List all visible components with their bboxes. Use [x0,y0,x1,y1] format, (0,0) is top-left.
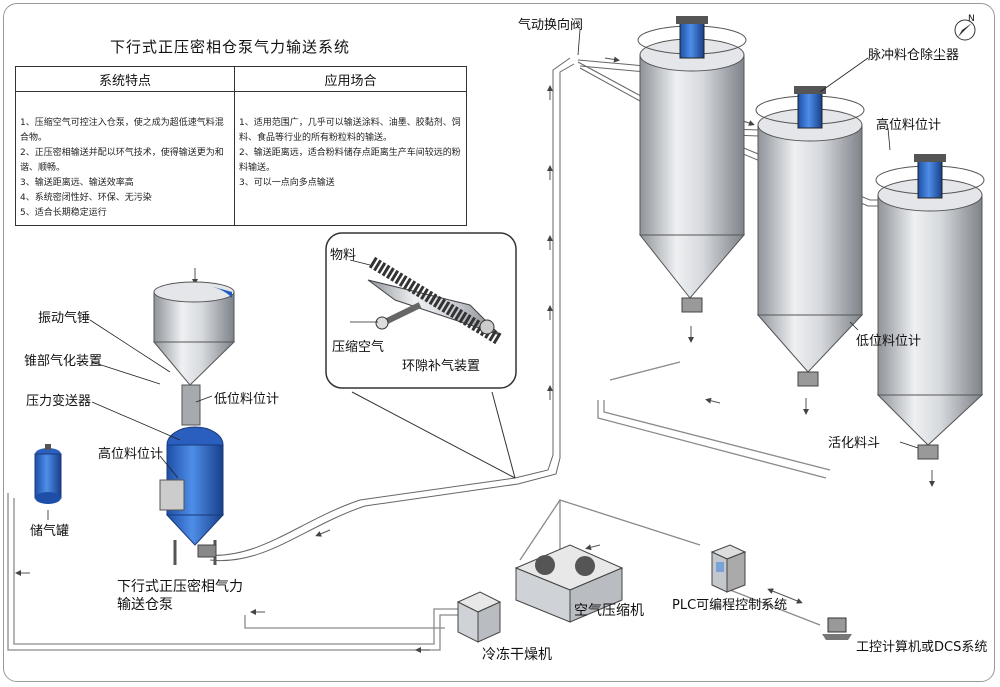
label-dcs: 工控计算机或DCS系统 [856,640,988,655]
label-material: 物料 [330,248,357,263]
plc-cabinet [710,544,747,593]
pump-vessel [159,426,225,565]
label-pump: 下行式正压密相气力输送仓泵 [117,579,243,613]
application-item: 2、输送距离远，适合粉料储存点距离生产车间较远的粉料输送。 [239,148,461,173]
applications-header: 应用场合 [234,66,467,92]
applications-cell: 1、适用范围广，几乎可以输送涂料、油墨、胶黏剂、饲料、食品等行业的所有粉粒料的输… [234,91,467,226]
feature-item: 4、系统密闭性好、环保、无污染 [20,193,152,203]
label-vibrator: 振动气锤 [38,311,91,326]
feature-item: 1、压缩空气可控注入仓泵，使之成为超低速气料混合物。 [20,118,224,143]
label-plc: PLC可编程控制系统 [672,598,788,613]
features-header: 系统特点 [15,66,235,92]
air-tank [34,444,62,504]
label-pressure-transmitter: 压力变送器 [26,394,92,409]
freeze-dryer [456,591,502,643]
label-pointers [47,29,919,520]
features-cell: 1、压缩空气可控注入仓泵，使之成为超低速气料混合物。 2、正压密相输送并配以环气… [15,91,235,226]
dcs-computer [822,617,852,640]
feature-table: 系统特点 应用场合 1、压缩空气可控注入仓泵，使之成为超低速气料混合物。 2、正… [15,66,467,226]
silo-2 [755,86,865,387]
application-item: 1、适用范围广，几乎可以输送涂料、油墨、胶黏剂、饲料、食品等行业的所有粉粒料的输… [239,118,461,143]
label-dryer: 冷冻干燥机 [482,647,552,663]
label-activation: 活化料斗 [828,436,881,451]
outer-frame [3,3,995,682]
compass-label: N [968,14,975,24]
label-cone-aeration: 锥部气化装置 [24,354,103,369]
diagram-title: 下行式正压密相仓泵气力输送系统 [110,38,351,56]
label-pulse-dust: 脉冲料仓除尘器 [868,48,960,63]
label-compressed-air: 压缩空气 [332,340,385,355]
label-diverter-valve: 气动换向阀 [518,18,584,33]
silo-1 [637,16,747,313]
application-item: 3、可以一点向多点输送 [239,178,335,188]
label-high-level-silo: 高位料位计 [876,118,942,133]
label-low-level-silo: 低位料位计 [856,334,922,349]
compass-icon [954,19,976,41]
feed-hopper [152,281,236,426]
air-compressor [514,544,624,623]
label-low-level-feed: 低位料位计 [214,392,280,407]
feature-item: 3、输送距离远、输送效率高 [20,178,134,188]
label-annular-device: 环隙补气装置 [402,359,481,374]
silo-3 [875,154,985,460]
label-air-compressor: 空气压缩机 [574,603,644,619]
feature-item: 2、正压密相输送并配以环气技术，使得输送更为和谐、顺畅。 [20,148,224,173]
label-high-level-pump: 高位料位计 [98,447,164,462]
feature-item: 5、适合长期稳定运行 [20,208,107,218]
inset-panel [325,232,517,479]
label-air-tank: 储气罐 [30,524,70,539]
